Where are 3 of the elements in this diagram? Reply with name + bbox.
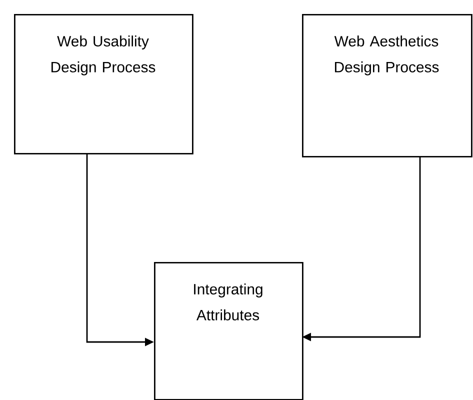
process-box: Web Aesthetics Design Process [302, 14, 472, 158]
process-box: Integrating Attributes [154, 262, 304, 400]
process-box: Web Usability Design Process [14, 14, 194, 154]
